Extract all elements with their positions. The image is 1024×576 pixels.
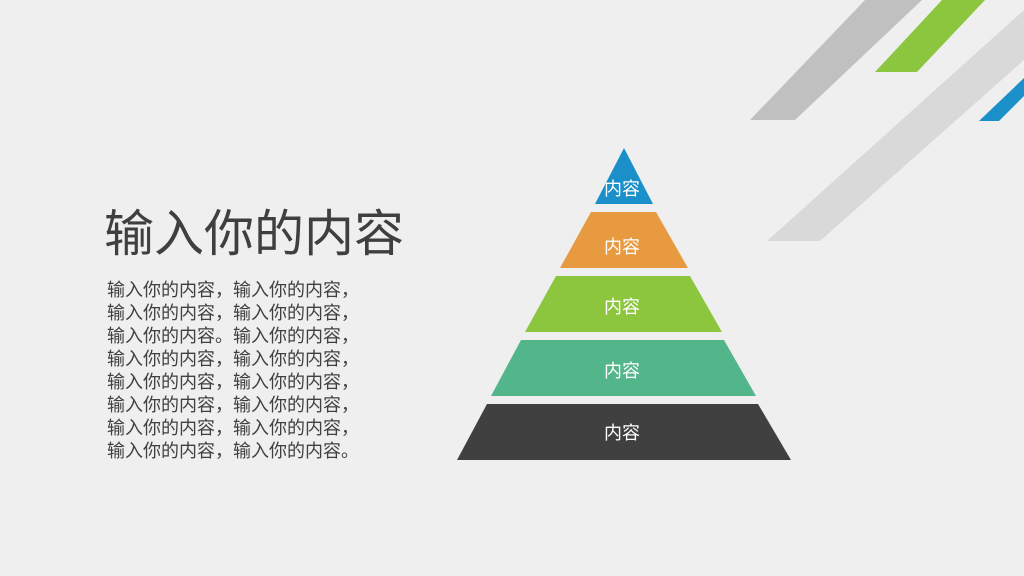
gray-stripe — [750, 0, 922, 120]
pyramid-tier-4-label: 内容 — [604, 361, 640, 382]
body-line: 输入你的内容，输入你的内容， — [107, 372, 359, 393]
green-stripe — [875, 0, 985, 72]
body-text: 输入你的内容，输入你的内容， 输入你的内容，输入你的内容， 输入你的内容。输入你… — [107, 279, 359, 463]
pyramid-tier-5-shape — [457, 404, 791, 460]
body-line: 输入你的内容，输入你的内容。 — [107, 441, 359, 462]
pyramid-tier-5-label: 内容 — [604, 423, 640, 444]
light-gray-stripe — [767, 10, 1024, 241]
body-line: 输入你的内容。输入你的内容， — [107, 326, 359, 347]
body-line: 输入你的内容，输入你的内容， — [107, 395, 359, 416]
body-line: 输入你的内容，输入你的内容， — [107, 303, 359, 324]
pyramid-tier-2-label: 内容 — [604, 237, 640, 258]
blue-stripe — [979, 78, 1024, 121]
body-line: 输入你的内容，输入你的内容， — [107, 418, 359, 439]
pyramid-tier-3: 内容 — [525, 276, 722, 332]
pyramid-tier-1: 内容 — [595, 148, 653, 204]
pyramid-tier-2: 内容 — [560, 212, 688, 268]
body-line: 输入你的内容，输入你的内容， — [107, 280, 359, 301]
slide-title: 输入你的内容 — [104, 205, 404, 263]
body-line: 输入你的内容，输入你的内容， — [107, 349, 359, 370]
pyramid-tier-3-shape — [525, 276, 722, 332]
pyramid-tier-2-shape — [560, 212, 688, 268]
pyramid-tier-3-label: 内容 — [604, 297, 640, 318]
pyramid-tier-4-shape — [491, 340, 756, 396]
pyramid-tier-4: 内容 — [491, 340, 756, 396]
pyramid-tier-1-shape — [595, 148, 653, 204]
pyramid-tier-5: 内容 — [457, 404, 791, 460]
pyramid-tier-1-label: 内容 — [604, 179, 640, 200]
